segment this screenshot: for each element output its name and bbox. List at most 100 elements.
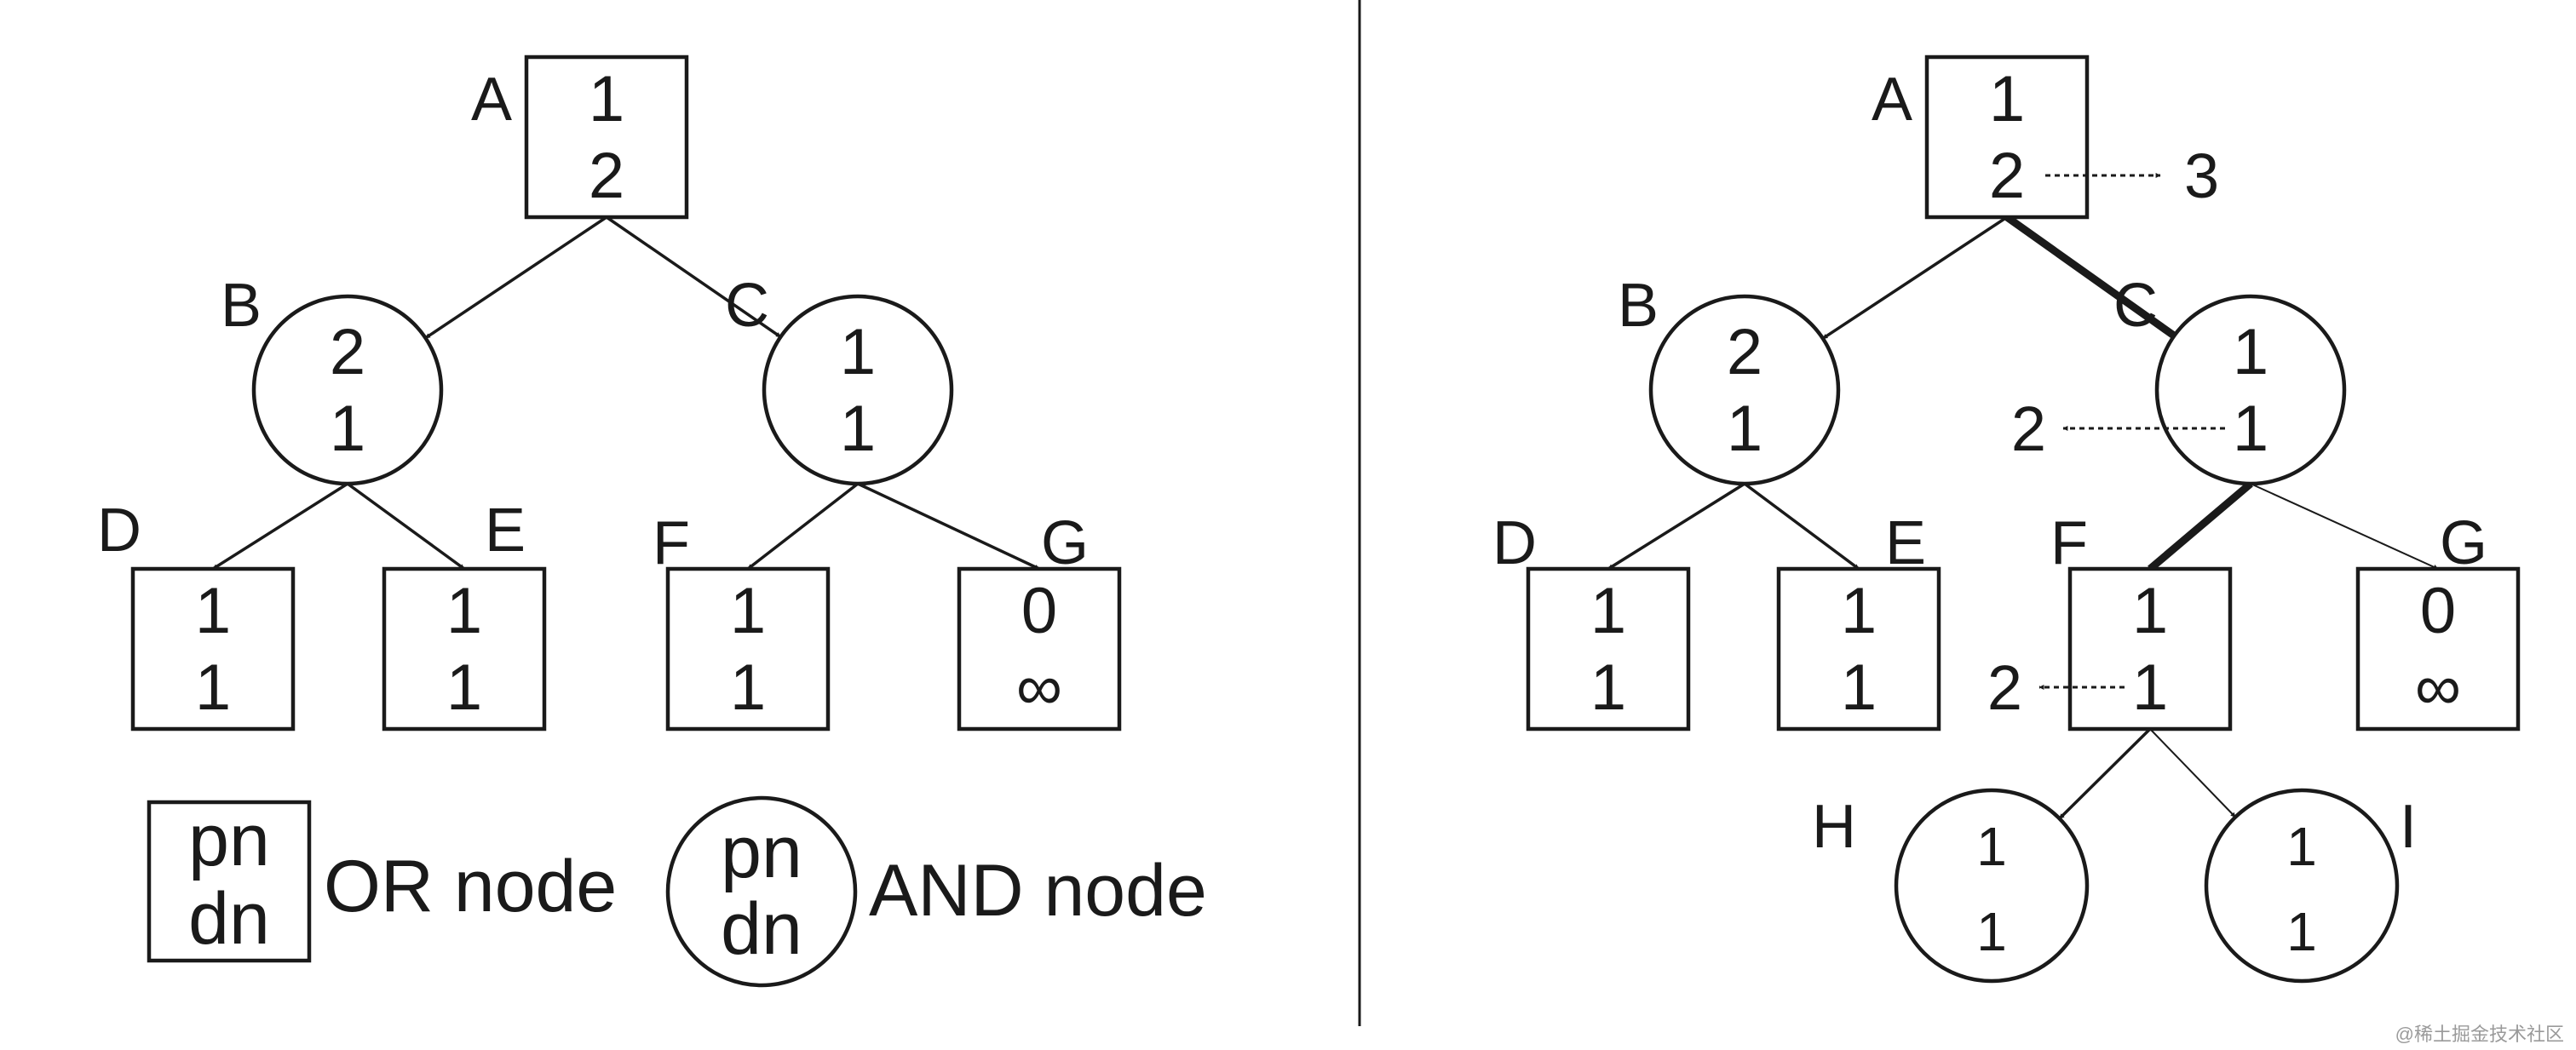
disproof-number: 2 (1989, 140, 2025, 212)
proof-number: 1 (2132, 575, 2168, 647)
legend-and-node: pn dn AND node (665, 795, 1207, 988)
or-node-box (665, 566, 831, 732)
update-value: 3 (2184, 141, 2219, 211)
proof-number: 0 (1021, 575, 1057, 647)
node-label: I (2400, 793, 2417, 861)
nodes-layer: 12A21B11C11D11E11F0∞G12A21B11C11D11E11F0… (97, 55, 2521, 984)
right-edge-b-e (1743, 482, 1860, 571)
node-label: D (97, 496, 141, 565)
left-node-g: 0∞G (957, 509, 1122, 732)
node-label: C (2113, 272, 2158, 340)
proof-number: 2 (1727, 316, 1762, 388)
disproof-number: 1 (2233, 393, 2268, 465)
edges-layer (212, 214, 2439, 820)
legend-or-pn: pn (188, 800, 270, 881)
left-edge-c-f (746, 482, 860, 571)
node-label: A (1872, 66, 1912, 134)
or-node-box (2067, 566, 2233, 732)
proof-number: 0 (2420, 575, 2456, 647)
legend-and-pn: pn (721, 812, 802, 893)
or-node-box (524, 55, 689, 220)
disproof-number: 1 (730, 651, 766, 724)
or-node-box (130, 566, 296, 732)
proof-number: 1 (446, 575, 482, 647)
disproof-number: 1 (840, 393, 876, 465)
legend-and-label: AND node (869, 850, 1207, 932)
disproof-number: ∞ (2415, 651, 2461, 724)
right-node-d: 11D (1492, 509, 1691, 732)
legend: pn dn OR node pn dn AND node (147, 795, 1207, 988)
disproof-number: 1 (1590, 651, 1626, 724)
proof-number: 1 (195, 575, 231, 647)
right-edge-f-h (2058, 727, 2152, 820)
and-node-circle (2154, 294, 2347, 486)
watermark: @稀土掘金技术社区 (2395, 1024, 2564, 1045)
right-update-c: 2 (2011, 393, 2225, 464)
proof-number: 1 (840, 316, 876, 388)
right-node-h: 1 1 H (1812, 788, 2090, 984)
right-edge-c-g (2250, 483, 2439, 570)
left-node-c: 11 C (725, 272, 954, 486)
legend-and-dn: dn (721, 888, 802, 970)
right-edge-a-b (1821, 215, 2008, 340)
or-node-box (2355, 566, 2521, 732)
right-edge-a-c (2004, 214, 2176, 340)
proof-number: 1 (1989, 63, 2025, 135)
legend-or-node-box (147, 800, 312, 963)
proof-number: 1 (589, 63, 624, 135)
node-label: C (725, 272, 769, 340)
and-node-circle (2204, 788, 2400, 984)
proof-number: 1 (1976, 816, 2007, 877)
right-node-c: 11C (2113, 272, 2347, 486)
left-node-e: 11E (382, 496, 547, 732)
or-node-box (1776, 566, 1941, 732)
node-label: G (1041, 509, 1089, 577)
right-node-b: 21B (1618, 272, 1841, 486)
left-edge-a-b (424, 215, 607, 340)
and-node-circle (251, 294, 444, 486)
right-node-e: 11E (1776, 509, 1941, 732)
left-node-d: 11D (97, 496, 296, 732)
disproof-number: 1 (1976, 901, 2007, 962)
node-label: A (471, 66, 512, 134)
node-label: H (1812, 793, 1856, 861)
node-label: G (2440, 509, 2487, 577)
disproof-number: 1 (2132, 651, 2168, 724)
node-label: E (485, 496, 526, 565)
or-node-box (382, 566, 547, 732)
disproof-number: 2 (589, 140, 624, 212)
proof-number: 1 (1590, 575, 1626, 647)
left-edge-b-d (212, 482, 348, 571)
left-edge-b-e (346, 482, 466, 571)
right-node-i: 1 1 I (2204, 788, 2417, 984)
node-label: F (653, 509, 690, 577)
right-node-a: 12 A (1872, 55, 2090, 220)
proof-number: 1 (2286, 816, 2317, 877)
legend-or-node: pn dn OR node (147, 800, 617, 963)
disproof-number: 1 (195, 651, 231, 724)
or-node-box (1924, 55, 2090, 220)
left-node-f: 11F (653, 509, 831, 732)
left-node-b: 21B (221, 272, 444, 486)
left-edge-a-c (606, 215, 782, 339)
update-value: 2 (2011, 393, 2046, 464)
legend-or-dn: dn (188, 878, 270, 960)
right-node-f: 11F (2050, 509, 2233, 732)
proof-number: 1 (1841, 575, 1877, 647)
node-label: E (1885, 509, 1926, 577)
right-edge-b-d (1607, 482, 1745, 571)
disproof-number: 1 (1841, 651, 1877, 724)
proof-number: 2 (330, 316, 365, 388)
updates-layer: 3 2 2 (1987, 141, 2225, 723)
and-node-circle (762, 294, 954, 486)
right-edge-f-i (2149, 728, 2236, 818)
and-node-circle (1648, 294, 1841, 486)
disproof-number: 1 (2286, 901, 2317, 962)
node-label: D (1492, 509, 1537, 577)
node-label: B (1618, 272, 1659, 340)
or-node-box (1526, 566, 1691, 732)
left-node-a: 12 A (471, 55, 689, 220)
right-node-g: 0∞ G (2355, 509, 2521, 732)
left-edge-c-g (857, 482, 1040, 571)
